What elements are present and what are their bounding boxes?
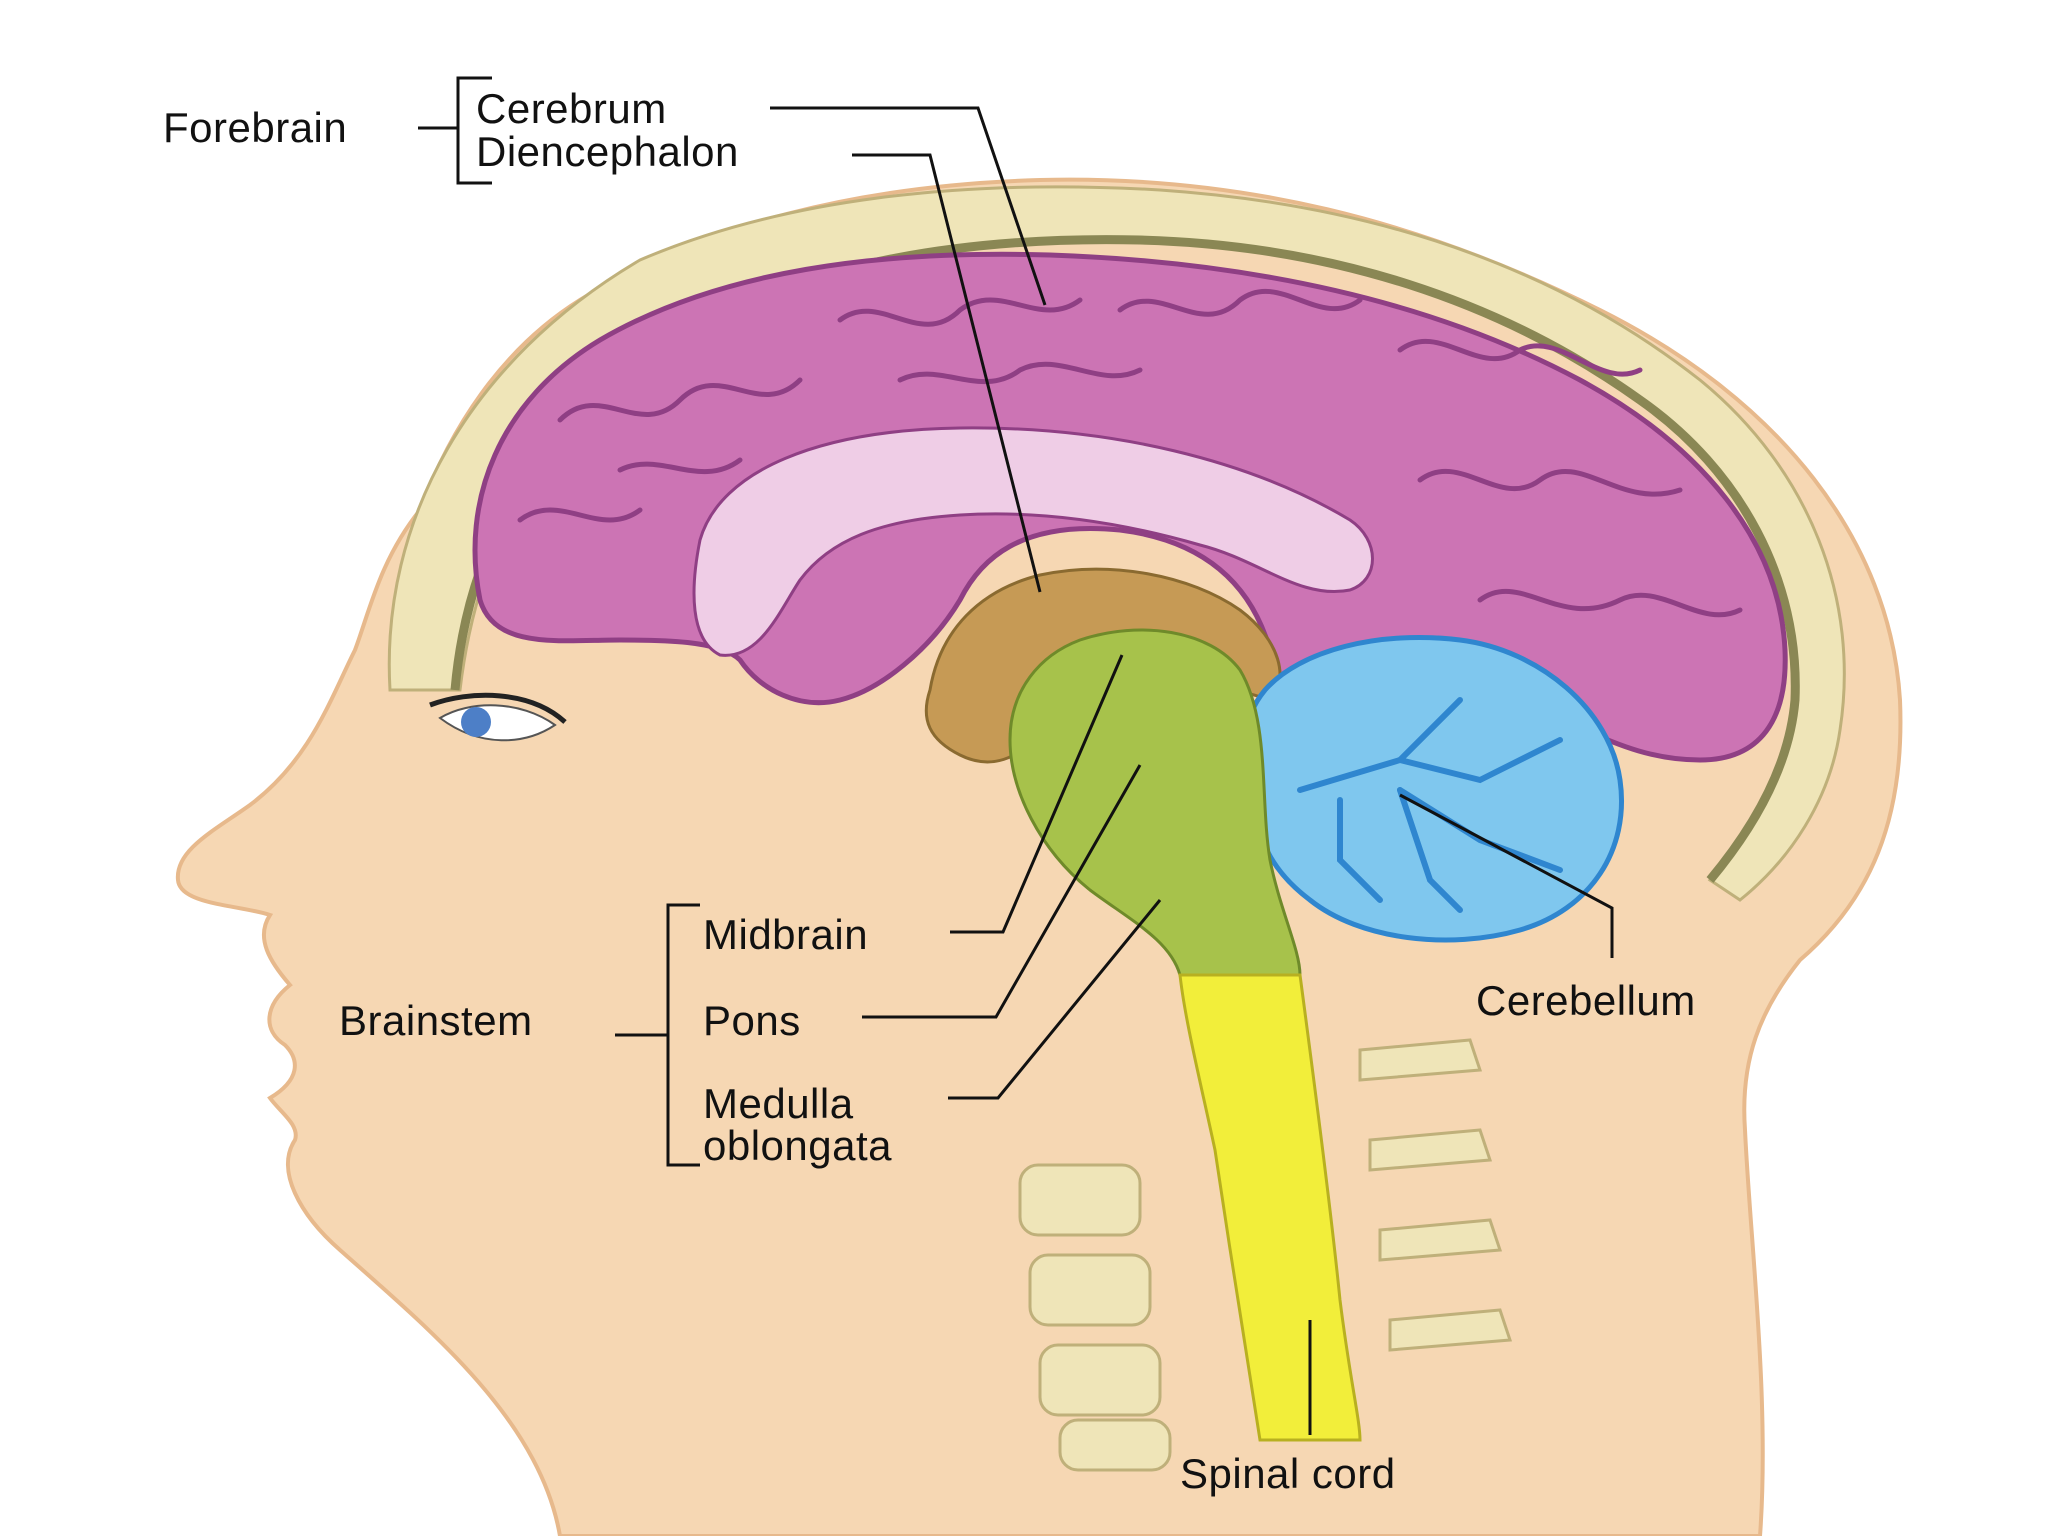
vertebra [1040, 1345, 1160, 1415]
vertebra [1060, 1420, 1170, 1470]
label-cerebellum: Cerebellum [1476, 980, 1696, 1022]
label-forebrain: Forebrain [163, 107, 347, 149]
label-diencephalon: Diencephalon [476, 131, 739, 173]
label-oblongata: oblongata [703, 1125, 892, 1167]
label-medulla: Medulla [703, 1083, 854, 1125]
vertebra [1030, 1255, 1150, 1325]
label-cerebrum: Cerebrum [476, 88, 667, 130]
label-brainstem: Brainstem [339, 1000, 533, 1042]
label-spinal-cord: Spinal cord [1180, 1453, 1396, 1495]
label-pons: Pons [703, 1000, 801, 1042]
label-midbrain: Midbrain [703, 914, 868, 956]
vertebra [1020, 1165, 1140, 1235]
